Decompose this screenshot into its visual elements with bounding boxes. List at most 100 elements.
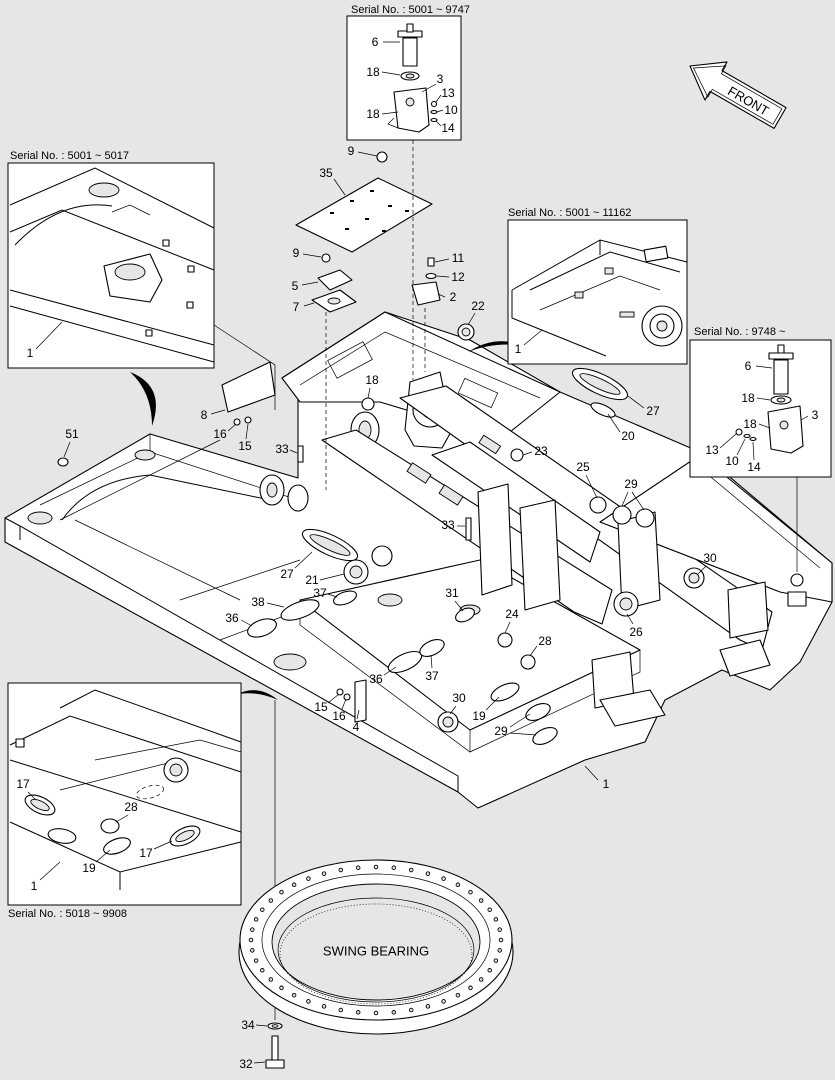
oval-gasket xyxy=(332,590,358,606)
bearing-bolt-hole xyxy=(260,907,265,912)
callout-label: 23 xyxy=(534,444,548,458)
bearing-bolt-set xyxy=(265,1022,285,1069)
callout-label: 36 xyxy=(369,672,383,686)
callout-label: 28 xyxy=(538,634,552,648)
callout-label: 12 xyxy=(451,270,465,284)
bearing-bolt-hole xyxy=(487,907,492,912)
leader-lines xyxy=(63,151,707,1064)
loose-parts xyxy=(57,151,472,723)
bearing-bolt-hole xyxy=(250,927,255,932)
callout-label: 27 xyxy=(280,567,294,581)
bearing-bolt-hole xyxy=(279,985,284,991)
bearing-bolt-hole xyxy=(291,882,297,888)
bearing-bolt-hole xyxy=(355,865,361,870)
callout-label: 18 xyxy=(741,391,755,405)
callout-label: 14 xyxy=(747,460,761,474)
callout-label: 16 xyxy=(213,427,227,441)
bearing-bolt-hole xyxy=(455,992,461,998)
callout-label: 14 xyxy=(441,121,455,135)
callout-label: 9 xyxy=(293,246,300,260)
callout-label: 10 xyxy=(725,454,739,468)
callout-label: 3 xyxy=(812,408,819,422)
bracket xyxy=(411,281,441,306)
oval-gasket xyxy=(590,402,616,418)
bolt-head xyxy=(233,418,241,426)
bearing-bolt-hole xyxy=(391,865,397,870)
callout-label: 25 xyxy=(576,460,590,474)
oval-gasket xyxy=(455,607,475,623)
oval-gasket xyxy=(532,727,558,745)
bracket xyxy=(767,405,804,454)
bearing-bolt-hole xyxy=(338,867,344,873)
callout-label: 1 xyxy=(31,879,38,893)
callout-label: 34 xyxy=(241,1018,255,1032)
inset-serial-label: Serial No. : 5001 ~ 9747 xyxy=(351,4,470,16)
box-structure xyxy=(477,483,513,596)
bearing-bolt-hole xyxy=(408,1007,414,1013)
callout-label: 19 xyxy=(472,709,486,723)
bolt-head xyxy=(376,151,388,163)
callout-label: 38 xyxy=(251,595,265,609)
callout-label: 9 xyxy=(348,144,355,158)
bearing-bolt-hole xyxy=(338,1007,344,1013)
callout-label: 1 xyxy=(515,342,522,356)
callout-label: 10 xyxy=(444,103,458,117)
inset-top-center: Serial No. : 5001 ~ 9747 6 18 3 13 10 18… xyxy=(346,4,470,141)
front-direction-arrow: FRONT xyxy=(689,61,787,129)
pipe-ring xyxy=(520,654,536,670)
callout-label: 30 xyxy=(703,551,717,565)
washer xyxy=(430,109,438,115)
inset-serial-label: Serial No. : 5001 ~ 5017 xyxy=(10,150,129,162)
callout-label: 3 xyxy=(437,72,444,86)
side-plate xyxy=(221,361,276,413)
connector-arc xyxy=(238,690,278,700)
bearing-bolt-hole xyxy=(279,889,284,895)
bearing-bolt-hole xyxy=(498,937,504,943)
pipe-ring xyxy=(612,505,632,525)
pipe-ring xyxy=(497,632,513,648)
callout-labels: 9 35 9 11 12 5 2 7 22 18 27 8 20 16 51 1… xyxy=(65,144,717,1071)
callout-label: 36 xyxy=(225,611,239,625)
pipe-ring xyxy=(361,397,375,411)
oval-gasket xyxy=(419,639,445,657)
callout-label: 20 xyxy=(621,429,635,443)
bearing-bolt-hole xyxy=(468,985,473,991)
right-cross-member xyxy=(599,454,833,603)
callout-label: 37 xyxy=(313,586,327,600)
callout-label: 6 xyxy=(372,35,379,49)
grease-cylinder xyxy=(773,359,789,395)
callout-label: 7 xyxy=(293,300,300,314)
plug xyxy=(57,457,69,467)
callout-label: 19 xyxy=(82,861,96,875)
cover-plate xyxy=(295,177,433,253)
callout-label: 18 xyxy=(366,107,380,121)
bolt xyxy=(271,1035,279,1061)
bolt-head xyxy=(265,1059,285,1069)
bearing-bolt-hole xyxy=(260,968,265,973)
main-lower-frame xyxy=(4,311,833,809)
bearing-bolt-hole xyxy=(321,1004,327,1009)
bearing-bolt-hole xyxy=(425,1004,431,1009)
callout-label: 33 xyxy=(441,518,455,532)
oval-gasket xyxy=(100,818,120,834)
callout-label: 26 xyxy=(629,625,643,639)
inset-bottom-left: 17 28 17 19 1 Serial No. : 5018 ~ 9908 xyxy=(7,682,242,920)
bracket xyxy=(354,679,367,723)
bolt-head xyxy=(244,416,252,424)
oval-gasket xyxy=(490,682,520,702)
bearing-bolt-hole xyxy=(355,1010,361,1015)
callout-label: 29 xyxy=(624,477,638,491)
bearing-bolt-hole xyxy=(268,977,274,982)
bolt xyxy=(427,257,435,267)
bolt-head xyxy=(343,693,351,701)
pin xyxy=(297,445,304,463)
bracket-pad xyxy=(599,689,666,727)
washer xyxy=(430,117,438,123)
bearing-bolt-hole xyxy=(253,917,259,922)
flange-plate xyxy=(317,269,353,291)
bracket xyxy=(393,87,430,133)
callout-label: 27 xyxy=(646,404,660,418)
bearing-bolt-hole xyxy=(248,937,254,943)
washer xyxy=(749,436,757,442)
